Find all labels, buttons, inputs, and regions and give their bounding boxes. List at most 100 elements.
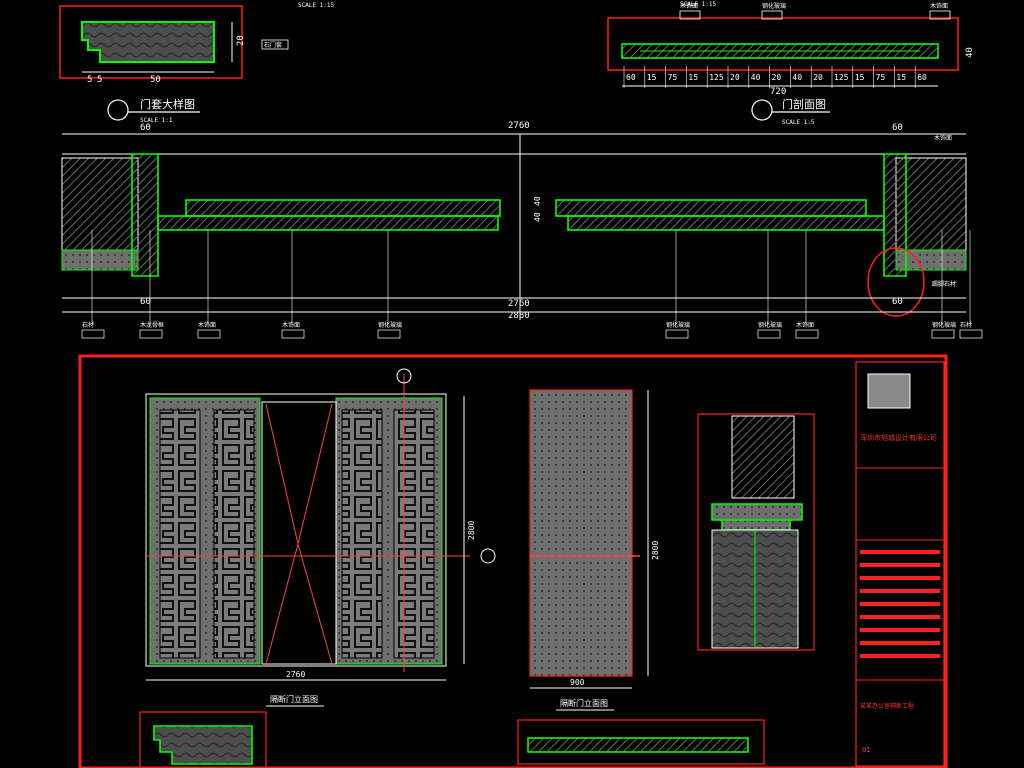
project-name: 某某办公室隔断工程 bbox=[860, 702, 914, 710]
callout-text: 钢化玻璃 bbox=[932, 321, 956, 329]
left-lattice-panel-2 bbox=[213, 409, 255, 659]
door-swing-lines bbox=[265, 403, 333, 665]
left-lattice-panel bbox=[159, 409, 201, 659]
callout-tag bbox=[795, 329, 819, 339]
title-block-row bbox=[860, 550, 940, 554]
upper-wall bbox=[731, 415, 795, 499]
title-block-row bbox=[860, 641, 940, 645]
dim-text: 40 bbox=[792, 73, 802, 82]
callout-tags: 木饰面 钢化玻璃 木饰面 bbox=[679, 2, 951, 20]
right-door-leaf bbox=[567, 215, 885, 231]
right-lattice-panel bbox=[341, 409, 383, 659]
dim-text: 20 bbox=[813, 73, 823, 82]
callout-tag bbox=[959, 329, 983, 339]
callout-tag bbox=[929, 10, 951, 20]
callout-tag bbox=[761, 10, 783, 20]
section-title-text: 门剖面图 bbox=[782, 97, 826, 111]
callout-tag-text: 钢化玻璃 bbox=[762, 2, 786, 10]
title-block-row bbox=[860, 602, 940, 606]
title-block-row bbox=[860, 589, 940, 593]
detail-frame-outline bbox=[607, 17, 959, 71]
dim-bottom-left: 60 bbox=[140, 297, 151, 307]
dim-text: 40 bbox=[751, 73, 761, 82]
callout-text: 木饰面 bbox=[198, 321, 216, 329]
callout-tag bbox=[81, 329, 105, 339]
top-left-detail: SCALE 1:15 5 5 50 20 石门套 bbox=[59, 2, 335, 85]
callout-tag bbox=[757, 329, 781, 339]
panel-height-text: 2800 bbox=[651, 541, 660, 560]
drawing-sheet: 2760 2800 隔断门立面图 900 2800 隔断门立面图 bbox=[78, 354, 948, 768]
bottom-strip-outline bbox=[517, 719, 765, 765]
dim-bottom-right: 60 bbox=[892, 297, 903, 307]
left-door-leaf-upper bbox=[185, 199, 501, 217]
right-door-leaf-upper bbox=[555, 199, 867, 217]
dim-text: 15 bbox=[896, 73, 906, 82]
drawing-number: 01 bbox=[862, 746, 870, 754]
callout-tag bbox=[197, 329, 221, 339]
elevation-outline bbox=[145, 393, 447, 667]
sheet-border bbox=[78, 354, 948, 768]
dim-side-b: 40 bbox=[533, 196, 542, 206]
title-block-row bbox=[860, 576, 940, 580]
title-block-rows bbox=[860, 550, 940, 658]
node-detail bbox=[697, 413, 815, 651]
elevation-height-text: 2800 bbox=[467, 521, 476, 540]
dim-text: 15 bbox=[855, 73, 865, 82]
dim-text: 125 bbox=[834, 73, 849, 82]
axis-marker bbox=[480, 548, 496, 564]
dim-text: 75 bbox=[668, 73, 678, 82]
title-block-row bbox=[860, 563, 940, 567]
dim-top-mid: 2760 bbox=[508, 121, 530, 131]
section-title-door-section: 门剖面图 SCALE 1:5 bbox=[751, 97, 830, 126]
section-scale-text: SCALE 1:1 bbox=[140, 117, 173, 124]
elevation-caption: 隔断门立面图 bbox=[270, 694, 318, 704]
panel-caption: 隔断门立面图 bbox=[560, 698, 608, 708]
title-block: 深圳市旭城设计有限公司 某某办公室隔断工程 01 bbox=[855, 361, 945, 767]
callout-tag bbox=[377, 329, 401, 339]
panel-elevation: 900 2800 隔断门立面图 bbox=[529, 389, 660, 711]
section-title-text: 门套大样图 bbox=[140, 97, 195, 111]
callout-bottom-right: 踢脚石材 bbox=[932, 280, 956, 288]
dim-text: 15 bbox=[647, 73, 657, 82]
right-door-frame bbox=[883, 153, 907, 277]
company-name: 深圳市旭城设计有限公司 bbox=[860, 433, 937, 442]
detail-outline bbox=[697, 413, 815, 651]
callout-text: 钢化玻璃 bbox=[758, 321, 782, 329]
bottom-strip bbox=[527, 737, 749, 753]
detail-frame-outline bbox=[59, 5, 243, 79]
dim-text-c: 50 bbox=[150, 75, 161, 85]
dim-text: 60 bbox=[917, 73, 927, 82]
dim-text: 20 bbox=[730, 73, 740, 82]
callout-tag bbox=[665, 329, 689, 339]
detail-callout-circle bbox=[867, 247, 925, 317]
section-scale-text: SCALE 1:5 bbox=[782, 119, 815, 126]
dim-text: 20 bbox=[772, 73, 782, 82]
callout-text: 石材 bbox=[960, 321, 972, 329]
right-wall bbox=[895, 157, 967, 251]
callout-tag bbox=[679, 10, 701, 20]
dim-text-a: 5 bbox=[87, 75, 92, 85]
callout-tag bbox=[261, 39, 289, 50]
dim-text-side: 20 bbox=[236, 35, 246, 46]
callout-tag bbox=[139, 329, 163, 339]
door-elevation: 2760 2800 隔断门立面图 bbox=[145, 368, 496, 707]
title-block-row bbox=[860, 654, 940, 658]
left-wall bbox=[61, 157, 139, 251]
bottom-detail bbox=[139, 711, 765, 768]
detail-scale-label: SCALE 1:15 bbox=[680, 1, 717, 8]
plan-section: 60 2760 60 60 2760 60 2880 40 40 石材木龙骨框木… bbox=[61, 121, 983, 339]
dim-top-right: 60 bbox=[892, 123, 903, 133]
callout-text: 木龙骨框 bbox=[140, 321, 164, 329]
axis-marker bbox=[396, 368, 412, 384]
dim-bottom-mid: 2760 bbox=[508, 299, 530, 309]
section-symbol bbox=[751, 99, 773, 121]
dim-side: 40 bbox=[965, 47, 975, 58]
title-block-frame bbox=[855, 361, 945, 767]
track-profile bbox=[711, 503, 803, 531]
profile bbox=[153, 725, 253, 765]
title-block-row bbox=[860, 628, 940, 632]
right-lattice-panel-2 bbox=[393, 409, 435, 659]
callout-text: 木饰面 bbox=[282, 321, 300, 329]
